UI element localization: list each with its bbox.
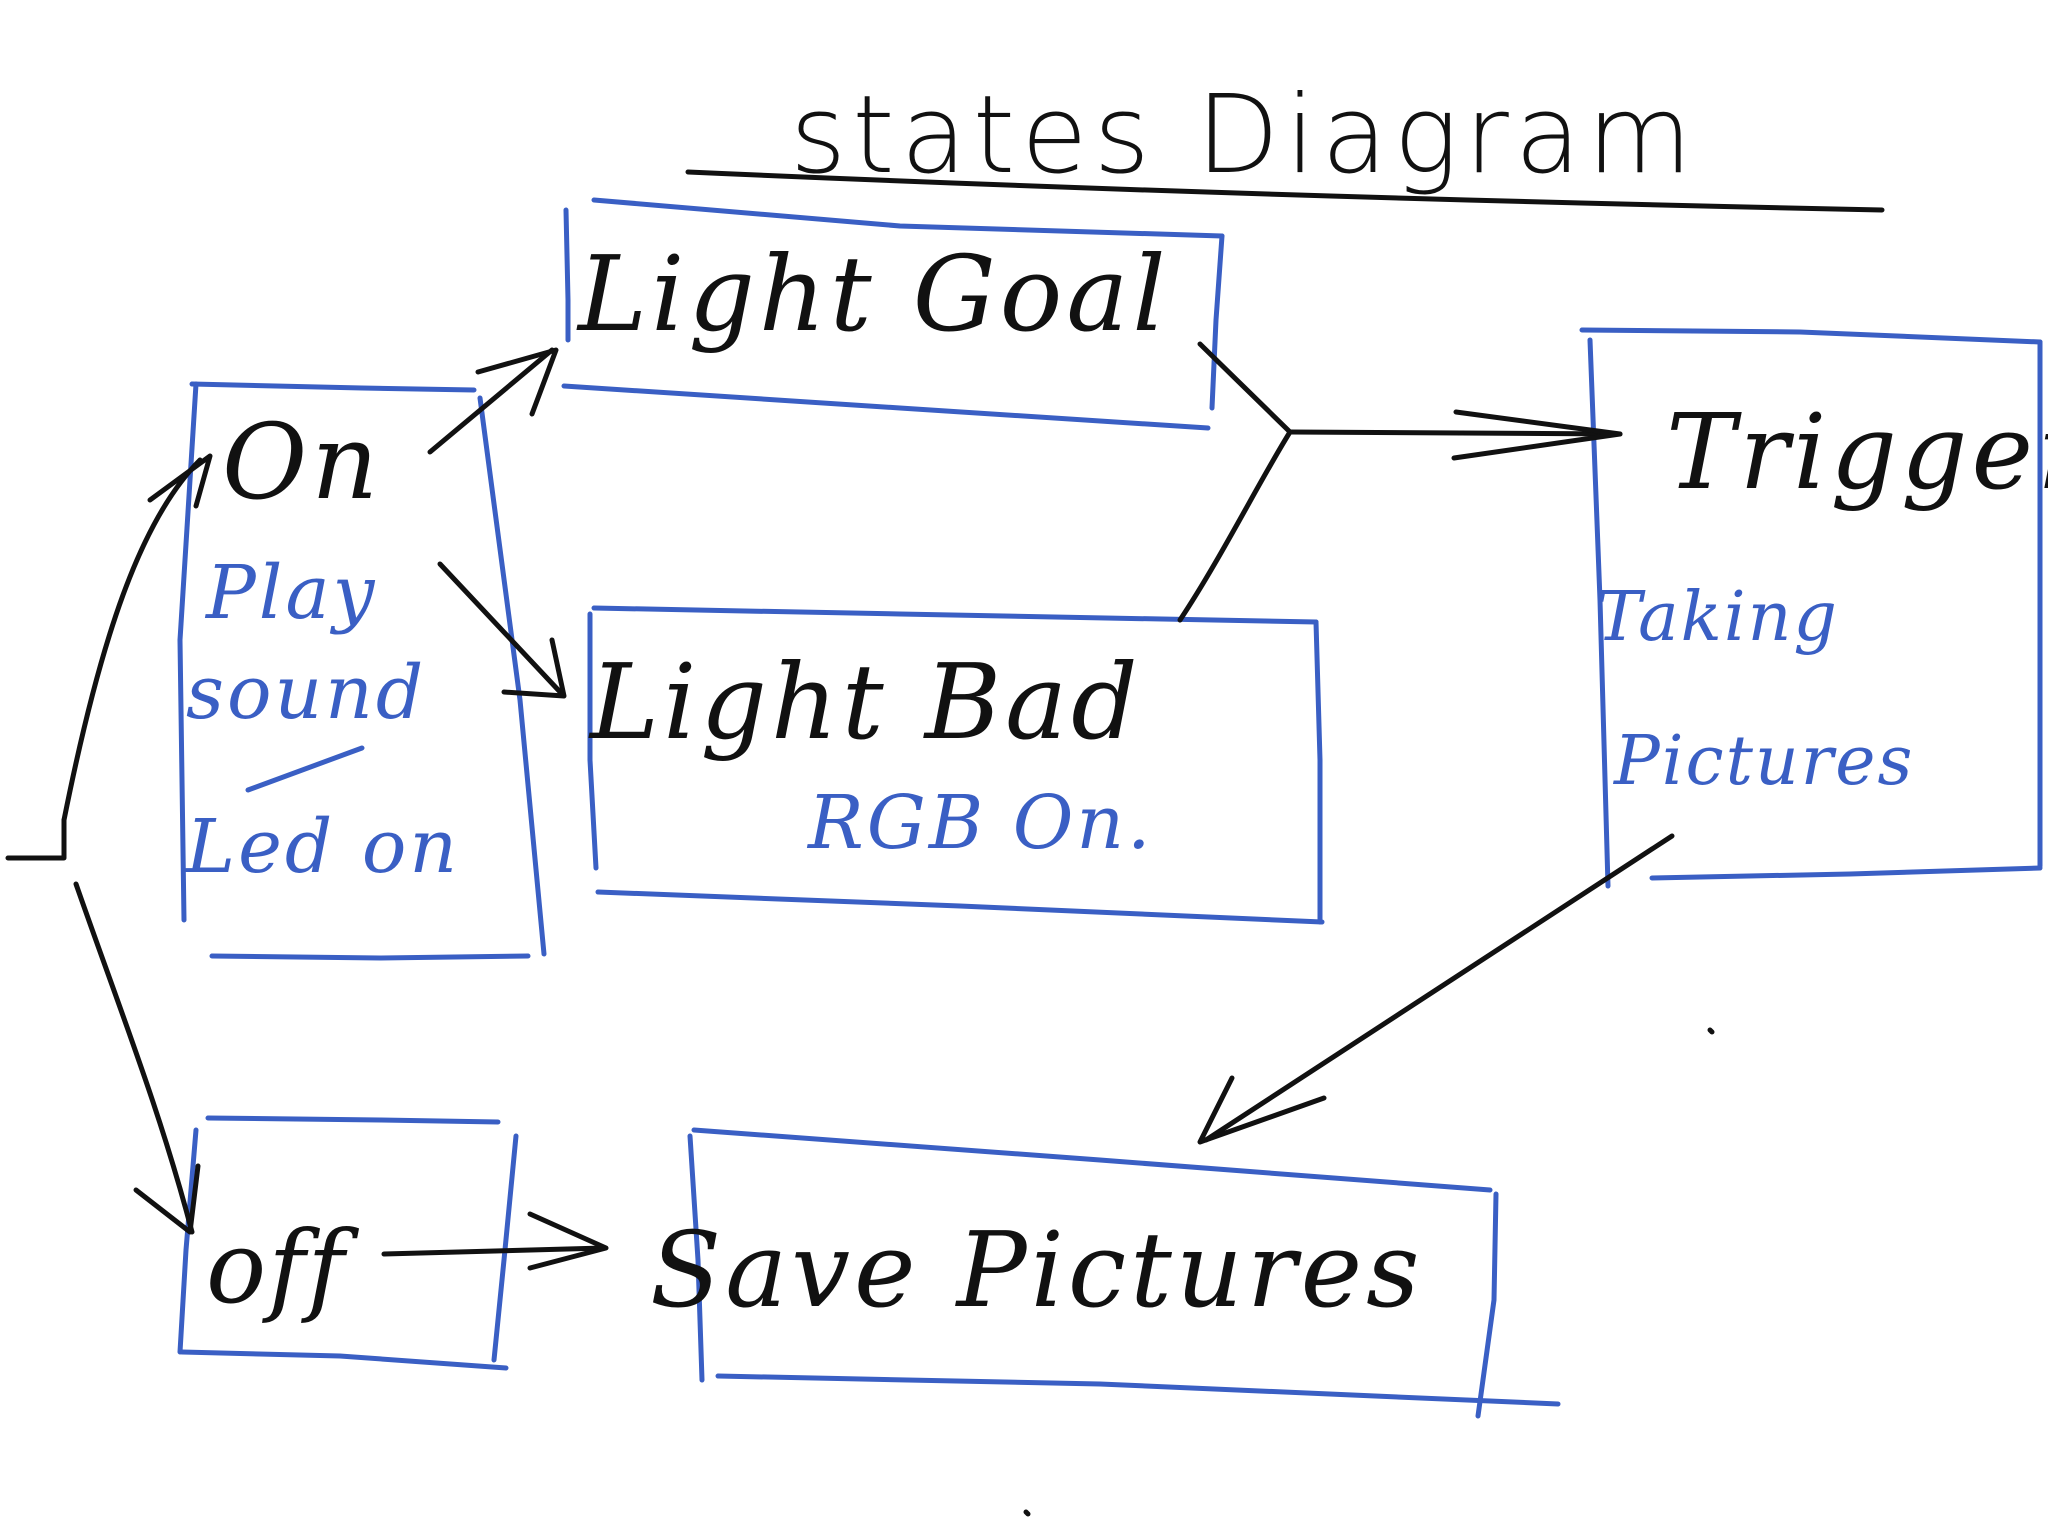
arrow-start-to-on [61,453,213,823]
state-box-trigger [1579,327,2043,889]
state-label-light-bad: Light Bad [588,641,1142,763]
on-action-strike [245,745,365,793]
light-bad-action-rgb: RGB On. [806,780,1154,866]
trigger-action-pictures: Pictures [1612,722,1914,801]
diagram-title: states Diagram [790,73,1698,198]
title-underline [685,169,1885,213]
state-label-on: On [222,401,382,523]
arrow-on-to-light-bad [437,561,567,699]
state-box-light-bad [587,605,1325,925]
arrow-start-to-off [73,881,201,1235]
state-box-light-goal [561,197,1225,431]
arrow-off-to-save-pictures [381,1211,609,1271]
arrow-on-to-light-goal [427,347,559,455]
start-stub [5,817,67,861]
state-box-save-pictures [687,1127,1561,1419]
ink-dot [1023,1509,1031,1517]
arrow-trigger-to-save-pictures [1197,833,1675,1145]
trigger-action-taking: Taking [1596,578,1839,657]
arrow-light-bad-to-trigger [1177,429,1293,623]
state-label-trigger: Trigger [1666,391,2048,513]
on-action-play: Play [204,550,377,636]
state-label-light-goal: Light Goal [576,233,1170,355]
state-label-off: off [206,1209,359,1326]
state-box-off [177,1115,519,1371]
on-action-led: Led on [184,804,460,890]
state-label-save-pictures: Save Pictures [650,1209,1424,1331]
ink-dot [1707,1027,1715,1035]
on-action-sound: sound [186,650,426,736]
arrow-light-goal-to-trigger [1197,341,1623,461]
